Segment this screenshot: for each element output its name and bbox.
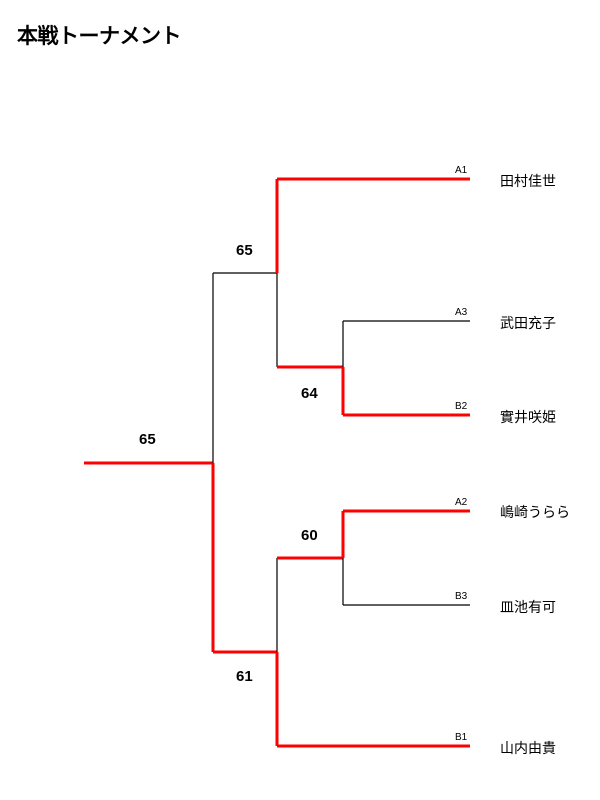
player-name: 山内由貴 — [500, 741, 556, 757]
player-name: 田村佳世 — [500, 174, 556, 190]
seed-label: A1 — [455, 165, 468, 176]
score-semi-top: 65 — [236, 242, 253, 259]
player-name: 武田充子 — [500, 316, 556, 332]
player-name: 嶋崎うらら — [500, 505, 570, 521]
score-final: 65 — [139, 431, 156, 448]
seed-label: B2 — [455, 401, 468, 412]
seed-label: A2 — [455, 497, 468, 508]
player-name: 實井咲姫 — [500, 410, 556, 426]
player-name: 皿池有可 — [500, 600, 556, 616]
score-qf-bottom: 60 — [301, 527, 318, 544]
seed-label: B1 — [455, 732, 468, 743]
score-qf-top: 64 — [301, 385, 318, 402]
page-title: 本戦トーナメント — [17, 24, 182, 48]
score-semi-bottom: 61 — [236, 668, 253, 685]
seed-label: A3 — [455, 307, 468, 318]
seed-label: B3 — [455, 591, 468, 602]
